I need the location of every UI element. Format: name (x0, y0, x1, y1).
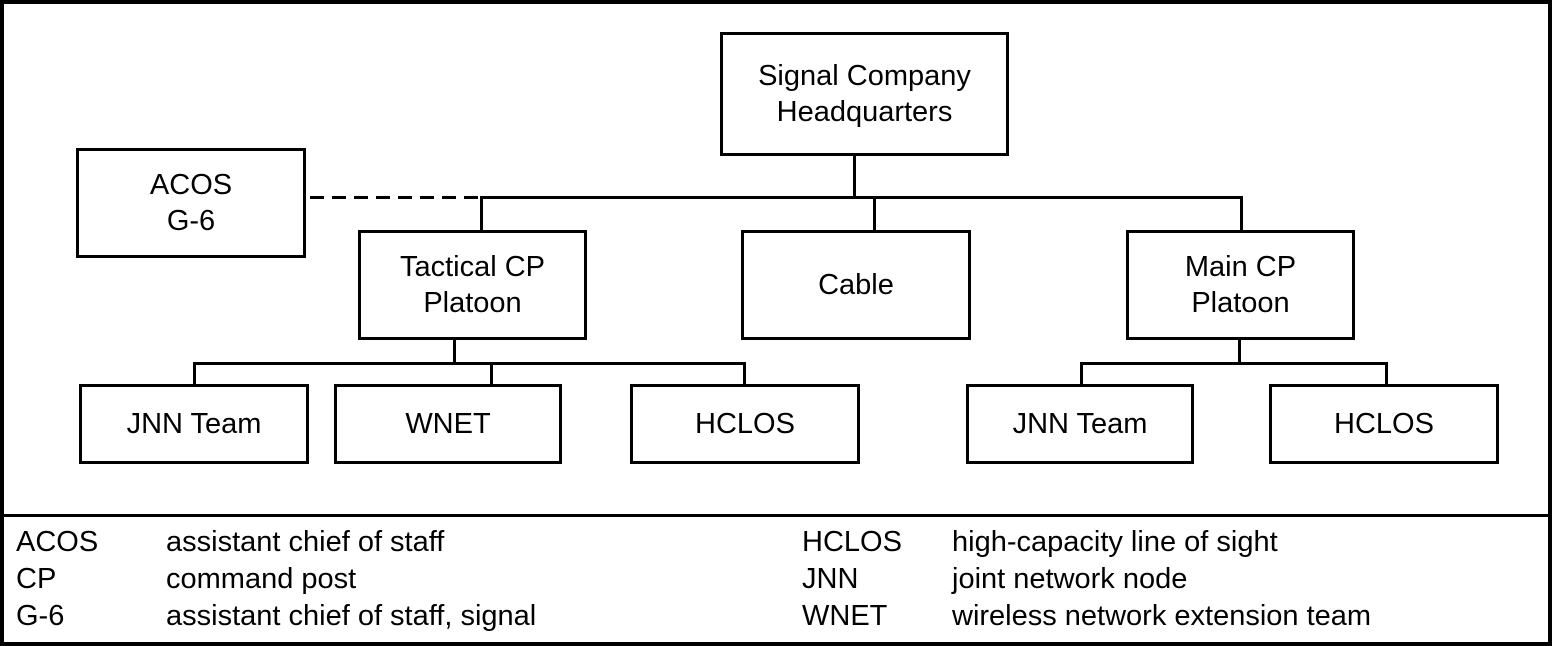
legend-def: joint network node (952, 563, 1188, 595)
connector-to-m-jnn (1080, 362, 1083, 386)
legend-divider (0, 514, 1552, 517)
connector-acos-dashed (310, 196, 482, 199)
legend-row: ACOS assistant chief of staff (16, 524, 536, 561)
node-tactical-cp-platoon: Tactical CP Platoon (358, 230, 587, 340)
legend-abbr: JNN (802, 563, 859, 595)
connector-tactical-bus (193, 362, 746, 365)
connector-to-t-wnet (490, 362, 493, 386)
legend-def: command post (166, 563, 357, 595)
connector-main-down (1238, 338, 1241, 364)
connector-hq-down (853, 154, 856, 197)
legend-abbr: CP (16, 563, 57, 595)
node-main-cp-platoon: Main CP Platoon (1126, 230, 1355, 340)
connector-to-t-hclos (743, 362, 746, 386)
legend-def: assistant chief of staff, signal (166, 600, 537, 632)
connector-to-cable (873, 196, 876, 232)
node-acos-g6: ACOS G-6 (76, 148, 306, 258)
legend-def: high-capacity line of sight (952, 526, 1278, 558)
legend-row: CP command post (16, 561, 536, 598)
connector-top-bus (480, 196, 1243, 199)
node-main-jnn-team: JNN Team (966, 384, 1194, 464)
legend-row: G-6 assistant chief of staff, signal (16, 598, 536, 635)
connector-to-main (1240, 196, 1243, 232)
node-main-hclos: HCLOS (1269, 384, 1499, 464)
node-tactical-jnn-team: JNN Team (79, 384, 309, 464)
legend-row: JNN joint network node (802, 561, 1371, 598)
connector-to-m-hclos (1385, 362, 1388, 386)
node-tactical-wnet: WNET (334, 384, 562, 464)
legend-abbr: G-6 (16, 600, 65, 632)
connector-to-tactical (480, 196, 483, 232)
node-cable: Cable (741, 230, 971, 340)
connector-to-t-jnn (193, 362, 196, 386)
legend-abbr: WNET (802, 600, 888, 632)
legend-left: ACOS assistant chief of staff CP command… (16, 524, 536, 635)
legend-abbr: ACOS (16, 526, 99, 558)
legend-row: WNET wireless network extension team (802, 598, 1371, 635)
legend-def: assistant chief of staff (166, 526, 445, 558)
node-signal-company-hq: Signal Company Headquarters (720, 32, 1009, 156)
legend-right: HCLOS high-capacity line of sight JNN jo… (802, 524, 1371, 635)
connector-main-bus (1080, 362, 1388, 365)
connector-tactical-down (453, 338, 456, 364)
node-tactical-hclos: HCLOS (630, 384, 860, 464)
legend-def: wireless network extension team (952, 600, 1372, 632)
legend-row: HCLOS high-capacity line of sight (802, 524, 1371, 561)
legend-abbr: HCLOS (802, 526, 902, 558)
